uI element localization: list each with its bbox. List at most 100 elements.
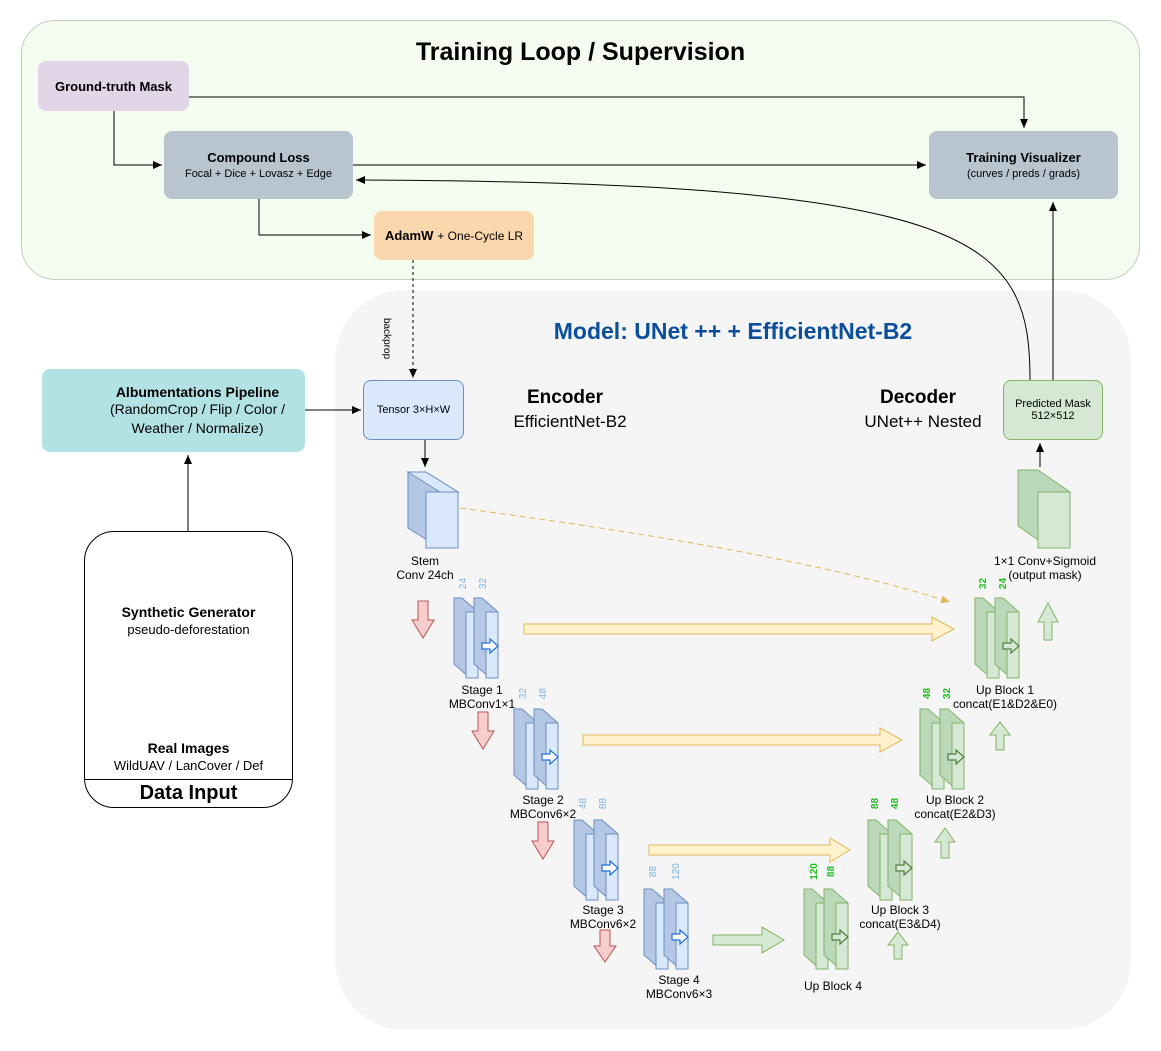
up-block1-label-2: concat(E1&D2&E0) [952, 697, 1058, 711]
training-connectors [113, 96, 1057, 531]
real-images-title: Real Images [147, 740, 230, 756]
gt-to-loss-edge [113, 111, 162, 169]
down-arrow-2 [471, 711, 495, 750]
decoder-channel-label-3: 48 [890, 797, 902, 810]
stage2-label-2: MBConv6×2 [509, 807, 577, 821]
training-title: Training Loop / Supervision [415, 38, 746, 66]
input-tensor-node: Tensor 3×H×W [363, 380, 464, 440]
decoder-channel-label-5: 32 [942, 687, 954, 700]
data-input-title: Data Input [139, 782, 238, 804]
residual-arrow-icon [601, 859, 619, 877]
up-block4-label: Up Block 4 [803, 979, 863, 993]
encoder-channel-label-6: 88 [648, 865, 660, 878]
stage4-label-2: MBConv6×3 [645, 987, 713, 1001]
albumentations-node: Albumentations Pipeline (RandomCrop / Fl… [42, 369, 305, 452]
data-input-divider [84, 779, 293, 780]
stem-label-1: Stem [410, 554, 439, 568]
up-block2-label-2: concat(E2&D3) [914, 807, 996, 821]
down-arrow-3 [531, 821, 555, 860]
backprop-label: backprop [381, 318, 392, 360]
optimizer-name: AdamW [384, 228, 434, 243]
output-conv-label-2: (output mask) [1008, 568, 1082, 582]
decoder-channel-label-0: 120 [808, 863, 820, 880]
stem-block [406, 471, 460, 549]
stage3-label-2: MBConv6×2 [569, 917, 637, 931]
predicted-mask-line-2: 512×512 [1031, 410, 1075, 422]
skip-arrow-1 [523, 616, 956, 642]
encoder-channel-label-1: 32 [478, 577, 490, 590]
pred-to-loss-edge [355, 176, 1031, 381]
decoder-up-block-1 [974, 597, 1020, 679]
decoder-subheader: UNet++ Nested [864, 412, 982, 431]
optimizer-schedule: + One-Cycle LR [437, 228, 524, 243]
encoder-channel-label-2: 32 [518, 687, 530, 700]
predicted-mask-line-1: Predicted Mask [1015, 398, 1091, 410]
ground-truth-mask-node: Ground-truth Mask [38, 61, 189, 111]
stage2-label-1: Stage 2 [522, 793, 564, 807]
decoder-up-block-2 [919, 708, 965, 790]
training-visualizer-sub: (curves / preds / grads) [966, 168, 1081, 180]
decoder-channel-label-1: 88 [826, 865, 838, 878]
encoder-channel-label-4: 48 [578, 797, 590, 810]
encoder-stage-1 [453, 597, 499, 679]
predicted-mask-node: Predicted Mask 512×512 [1003, 380, 1103, 440]
encoder-stage-2 [513, 708, 559, 790]
data-input-panel [84, 531, 293, 808]
albumentations-title: Albumentations Pipeline [115, 383, 280, 400]
albumentations-line-1: (RandomCrop / Flip / Color / [109, 400, 286, 417]
up-block3-label-2: concat(E3&D4) [859, 917, 941, 931]
encoder-channel-label-3: 48 [538, 687, 550, 700]
stage3-label-1: Stage 3 [582, 903, 624, 917]
residual-arrow-icon [895, 859, 913, 877]
down-arrow-1 [411, 600, 435, 639]
training-visualizer-node: Training Visualizer (curves / preds / gr… [929, 131, 1118, 199]
down-arrow-4 [593, 929, 617, 963]
compound-loss-node: Compound Loss Focal + Dice + Lovasz + Ed… [164, 131, 353, 199]
training-visualizer-title: Training Visualizer [966, 150, 1081, 165]
compound-loss-sub: Focal + Dice + Lovasz + Edge [184, 168, 333, 180]
up-block3-label-1: Up Block 3 [870, 903, 930, 917]
decoder-blocks [803, 597, 1020, 970]
decoder-channel-label-4: 48 [922, 687, 934, 700]
up-arrow-2 [988, 721, 1012, 751]
gt-to-viz-edge [189, 96, 1028, 128]
decoder-channel-label-6: 32 [978, 577, 990, 590]
residual-arrow-icon [541, 748, 559, 766]
up-arrow-3 [934, 827, 956, 859]
decoder-up-block-4 [803, 888, 849, 970]
stem-label-2: Conv 24ch [396, 568, 454, 582]
stage1-label-2: MBConv1×1 [448, 697, 516, 711]
encoder-stage-4 [643, 888, 689, 970]
residual-arrow-icon [947, 748, 965, 766]
encoder-header: Encoder [526, 387, 604, 408]
stage1-label-1: Stage 1 [461, 683, 503, 697]
compound-loss-title: Compound Loss [207, 150, 310, 165]
albumentations-line-2: Weather / Normalize) [131, 419, 264, 436]
output-conv-block [1017, 469, 1071, 549]
decoder-channel-label-2: 88 [870, 797, 882, 810]
encoder-subheader: EfficientNet-B2 [513, 412, 627, 431]
residual-arrow-icon [481, 637, 499, 655]
optimizer-node: AdamW + One-Cycle LR [374, 211, 534, 260]
decoder-channel-label-7: 24 [998, 577, 1010, 590]
encoder-stage-3 [573, 819, 619, 901]
real-images-sub: WildUAV / LanCover / Def [113, 758, 264, 773]
model-title: Model: UNet ++ + EfficientNet-B2 [553, 318, 913, 344]
up-arrow-4 [886, 931, 910, 960]
residual-arrow-icon [671, 928, 689, 946]
bottleneck-arrow [712, 926, 785, 954]
skip-arrow-2 [582, 727, 904, 753]
upsample-arrows [886, 601, 1059, 960]
residual-arrow-icon [1002, 637, 1020, 655]
downsample-arrows [411, 600, 617, 963]
up-arrow-1 [1037, 601, 1059, 641]
synthetic-generator-sub: pseudo-deforestation [127, 622, 250, 637]
decoder-header: Decoder [879, 387, 957, 408]
